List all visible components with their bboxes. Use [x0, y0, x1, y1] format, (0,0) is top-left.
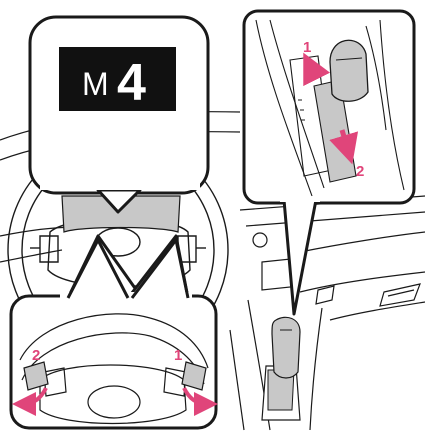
- gear-display-callout: M 4: [30, 17, 208, 212]
- paddle-callout: 2 1: [11, 236, 216, 428]
- gear-number: 4: [117, 54, 146, 112]
- right-paddle-label: 1: [174, 347, 182, 364]
- downshift-label: 2: [356, 163, 364, 180]
- shifter-callout: 1 2: [244, 11, 414, 314]
- upshift-label: 1: [303, 39, 311, 56]
- shift-lever: [262, 317, 300, 420]
- mode-letter: M: [82, 66, 109, 102]
- left-paddle-label: 2: [32, 347, 40, 364]
